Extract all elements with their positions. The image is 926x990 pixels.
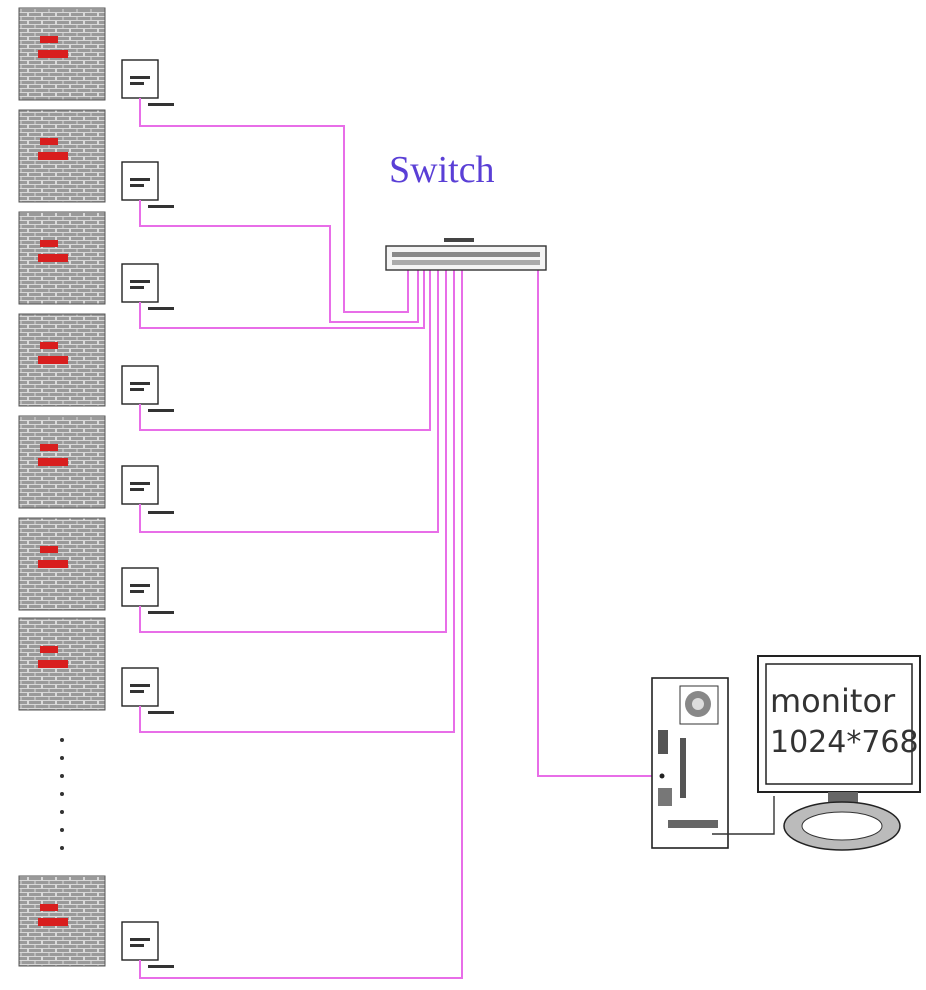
controller-box: [121, 59, 159, 99]
cable: [139, 266, 447, 633]
cable: [139, 98, 409, 313]
cable: [139, 266, 425, 329]
wall-panels: [18, 7, 106, 967]
monitor-label: monitor: [770, 682, 896, 720]
cable: [139, 266, 439, 533]
monitor: monitor 1024*768: [757, 655, 921, 851]
controller-details: [130, 76, 174, 968]
panel-markings: [38, 36, 68, 926]
switch-label: Switch: [389, 149, 495, 191]
cable: [537, 266, 660, 777]
wall-panel: [18, 875, 106, 967]
ellipsis-dots: [60, 738, 64, 850]
cable: [139, 266, 463, 979]
cable: [139, 266, 431, 431]
cables: [139, 98, 660, 979]
cable: [139, 266, 455, 733]
monitor-resolution: 1024*768: [770, 725, 919, 760]
cable: [139, 200, 419, 323]
computer-tower: [651, 677, 729, 849]
monitor-cable: [712, 796, 775, 835]
network-switch: [385, 238, 547, 271]
